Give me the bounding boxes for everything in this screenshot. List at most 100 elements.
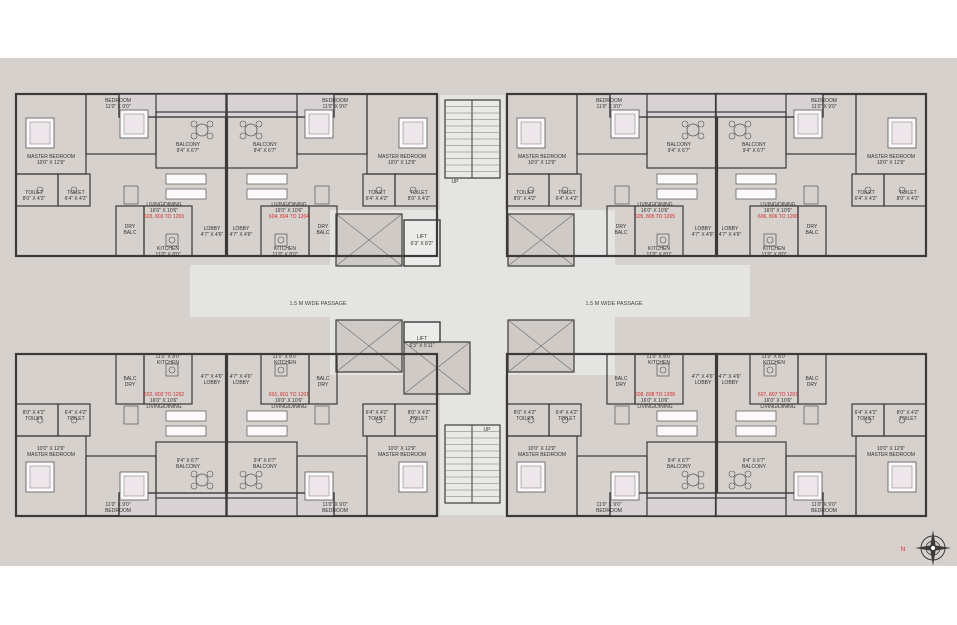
room-label-toilet2: TOILET xyxy=(857,416,874,422)
room-label-toilet2: TOILET xyxy=(67,416,84,422)
room-label-living: LIVING/DINING xyxy=(760,404,795,410)
room-label-toilet1_size: 8'0" X 4'2" xyxy=(408,196,431,202)
room-label-kitchen_size: 11'0" X 8'0" xyxy=(761,252,786,258)
room-label-toilet1_size: 8'0" X 4'2" xyxy=(408,410,431,416)
room-label-lobby: LOBBY xyxy=(695,226,712,232)
room-label-balcony: BALCONY xyxy=(742,464,767,470)
passage-label-left: 1.5 M WIDE PASSAGE xyxy=(289,301,346,307)
room-label-master_size: 10'0" X 12'9" xyxy=(528,446,556,452)
room-label-balcony: BALCONY xyxy=(667,142,692,148)
room-label-bedroom: BEDROOM xyxy=(596,508,622,514)
room-label-living_size: 16'0" X 10'6" xyxy=(641,398,669,404)
room-label-toilet2: TOILET xyxy=(67,190,84,196)
room-label-balcony_size: 9'4" X 6'7" xyxy=(743,458,766,464)
room-label-balcony_size: 9'4" X 6'7" xyxy=(177,458,200,464)
room-label-toilet1_size: 8'0" X 4'2" xyxy=(23,196,46,202)
room-label-master: MASTER BEDROOM xyxy=(867,452,915,458)
room-label-kitchen: KITCHEN xyxy=(648,360,670,366)
passage-label-right: 1.5 M WIDE PASSAGE xyxy=(585,301,642,307)
room-label-toilet1: TOILET xyxy=(410,190,427,196)
room-label-lobby: LOBBY xyxy=(233,380,250,386)
room-label-bedroom: BEDROOM xyxy=(322,98,348,104)
room-label-bedroom: BEDROOM xyxy=(811,98,837,104)
room-label-lobby: LOBBY xyxy=(722,380,739,386)
room-label-bedroom_size: 11'0" X 9'0" xyxy=(322,104,347,110)
room-label-living_size: 16'0" X 10'6" xyxy=(641,208,669,214)
room-label-balc: BALC xyxy=(614,376,627,382)
room-label-balcony_size: 9'4" X 6'7" xyxy=(743,148,766,154)
room-label-bedroom_size: 11'0" X 9'0" xyxy=(596,502,621,508)
room-label-living_size: 16'0" X 10'6" xyxy=(764,398,792,404)
room-label-toilet1: TOILET xyxy=(410,416,427,422)
room-label-lobby: LOBBY xyxy=(204,380,221,386)
room-label-bedroom_size: 11'0" X 9'0" xyxy=(322,502,347,508)
room-label-bedroom: BEDROOM xyxy=(811,508,837,514)
stair-bottom-up: UP xyxy=(484,427,492,433)
room-label-living: LIVING/DINING xyxy=(146,404,181,410)
room-label-lobby: LOBBY xyxy=(722,226,739,232)
staircase-bottom xyxy=(444,424,501,504)
north-label: N xyxy=(901,547,905,553)
room-label-toilet1: TOILET xyxy=(25,190,42,196)
lift-top-label: LIFT xyxy=(417,234,427,240)
room-label-master: MASTER BEDROOM xyxy=(27,452,75,458)
room-label-toilet2: TOILET xyxy=(368,416,385,422)
lift-bottom xyxy=(403,321,441,343)
room-label-toilet1: TOILET xyxy=(25,416,42,422)
room-label-master_size: 10'0" X 12'9" xyxy=(37,446,65,452)
room-label-living_size: 16'0" X 10'6" xyxy=(275,398,303,404)
lift-bottom-label: LIFT xyxy=(417,336,427,342)
room-label-toilet1: TOILET xyxy=(516,190,533,196)
room-label-balcony_size: 9'4" X 6'7" xyxy=(668,148,691,154)
room-label-units: 603, 803 TO 1203 xyxy=(144,214,184,220)
shaft-top-right xyxy=(507,213,575,267)
room-label-master_size: 10'0" X 12'9" xyxy=(877,160,905,166)
shaft-top-left xyxy=(335,213,403,267)
room-label-bedroom_size: 11'0" X 9'0" xyxy=(811,502,836,508)
room-label-toilet2_size: 6'4" X 4'2" xyxy=(855,410,878,416)
room-label-units: 605, 805 TO 1205 xyxy=(635,214,675,220)
room-label-dry: DRY xyxy=(616,382,627,388)
room-label-bedroom: BEDROOM xyxy=(322,508,348,514)
room-label-master_size: 10'0" X 12'9" xyxy=(37,160,65,166)
room-label-kitchen: KITCHEN xyxy=(274,246,296,252)
room-label-living: LIVING/DINING xyxy=(637,404,672,410)
room-label-dry: DRY xyxy=(616,224,627,230)
room-label-toilet2_size: 6'4" X 4'2" xyxy=(65,196,88,202)
room-label-units: 607, 807 TO 1207 xyxy=(758,392,798,398)
room-label-balcony_size: 9'4" X 6'7" xyxy=(254,148,277,154)
room-label-toilet2_size: 6'4" X 4'2" xyxy=(366,196,389,202)
room-label-lobby_size: 4'7" X 4'6" xyxy=(719,374,742,380)
room-label-balc: BALC xyxy=(316,376,329,382)
room-label-balc: BALC xyxy=(123,376,136,382)
room-label-bedroom_size: 11'0" X 9'0" xyxy=(596,104,621,110)
room-label-toilet2: TOILET xyxy=(558,416,575,422)
room-label-living: LIVING/DINING xyxy=(271,202,306,208)
room-label-dry: DRY xyxy=(807,382,818,388)
lift-top xyxy=(403,219,441,267)
room-label-balcony: BALCONY xyxy=(667,464,692,470)
room-label-balcony: BALCONY xyxy=(253,142,278,148)
room-label-balc: BALC xyxy=(805,376,818,382)
room-label-lobby: LOBBY xyxy=(204,226,221,232)
room-label-toilet1_size: 8'0" X 4'2" xyxy=(897,196,920,202)
room-label-master: MASTER BEDROOM xyxy=(27,154,75,160)
shaft-bottom-left xyxy=(335,319,403,373)
room-label-dry: DRY xyxy=(125,224,136,230)
room-label-balcony: BALCONY xyxy=(742,142,767,148)
room-label-toilet1: TOILET xyxy=(899,190,916,196)
staircase-top xyxy=(444,99,501,179)
room-label-toilet2_size: 6'4" X 4'2" xyxy=(366,410,389,416)
room-label-master_size: 10'0" X 12'9" xyxy=(528,160,556,166)
room-label-kitchen_size: 11'0" X 8'0" xyxy=(155,354,180,360)
room-label-lobby: LOBBY xyxy=(233,226,250,232)
room-label-living_size: 16'0" X 10'6" xyxy=(150,398,178,404)
room-label-units: 604, 804 TO 1204 xyxy=(269,214,309,220)
room-label-kitchen_size: 11'0" X 8'0" xyxy=(272,252,297,258)
room-label-balc: BALC xyxy=(123,230,136,236)
room-label-toilet2_size: 6'4" X 4'2" xyxy=(556,196,579,202)
shaft-bottom-right xyxy=(507,319,575,373)
room-label-toilet2_size: 6'4" X 4'2" xyxy=(556,410,579,416)
